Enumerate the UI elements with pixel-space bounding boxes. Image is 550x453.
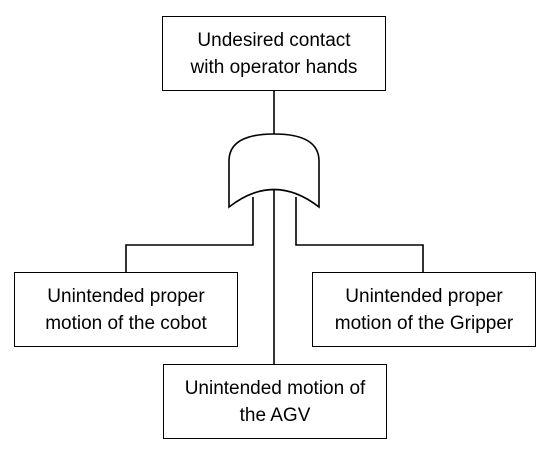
gripper-event-box: Unintended proper motion of the Gripper: [312, 272, 536, 347]
top-event-label-line2: with operator hands: [190, 56, 358, 78]
cobot-event-label-line2: motion of the cobot: [45, 312, 207, 334]
connector-gate-to-gripper: [295, 197, 424, 272]
top-event-label-line1: Undesired contact: [197, 29, 351, 51]
connector-gate-to-cobot: [125, 197, 254, 272]
agv-event-box: Unintended motion of the AGV: [163, 364, 387, 439]
cobot-event-box: Unintended proper motion of the cobot: [14, 272, 238, 347]
gripper-event-label-line1: Unintended proper: [345, 285, 503, 307]
agv-event-label-line1: Unintended motion of: [184, 377, 366, 399]
gripper-event-label-line2: motion of the Gripper: [334, 312, 514, 334]
or-gate-icon: [228, 133, 320, 209]
top-event-box: Undesired contact with operator hands: [162, 16, 386, 91]
agv-event-label-line2: the AGV: [239, 404, 311, 426]
cobot-event-label-line1: Unintended proper: [47, 285, 205, 307]
